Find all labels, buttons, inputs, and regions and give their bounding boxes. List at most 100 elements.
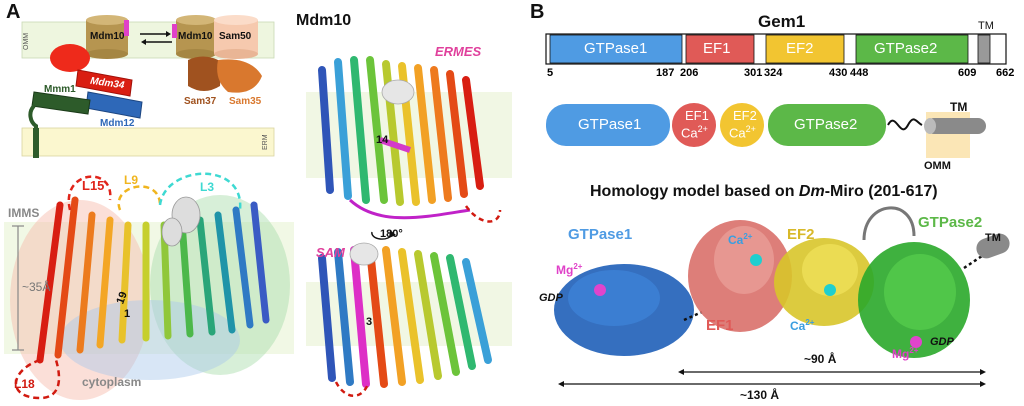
residue-206: 206	[680, 67, 699, 79]
residue-609: 609	[958, 67, 977, 79]
residue-324: 324	[764, 67, 783, 79]
domain-tm-bar	[977, 34, 991, 64]
model-ef2	[774, 238, 874, 326]
schematic-gtpase2-label: GTPase2	[794, 116, 858, 133]
panel-a-graphics	[4, 15, 512, 400]
model-ef2-label: EF2	[787, 226, 815, 243]
residue-430: 430	[829, 67, 848, 79]
schematic-ef1	[672, 103, 716, 147]
model-title-prefix: Homology model based on	[590, 183, 799, 200]
model-ef1	[688, 220, 792, 332]
sam-barrel	[318, 246, 492, 388]
schematic-ef2-label: EF2	[733, 108, 757, 123]
ermes-label: ERMES	[435, 44, 482, 59]
mdm12-shape	[85, 91, 143, 119]
mdm10-left-label: Mdm10	[90, 31, 125, 42]
schematic-tm-cylinder	[926, 118, 986, 134]
erm-band	[21, 127, 275, 157]
mdm10-right-label: Mdm10	[178, 31, 213, 42]
sam50-label: Sam50	[219, 31, 252, 42]
model-title-suffix: -Miro (201-617)	[824, 183, 938, 200]
barrel-helix	[161, 196, 201, 247]
model-mg-left: Mg2+	[556, 262, 582, 277]
model-ca-top: Ca2+	[728, 232, 752, 247]
model-tm-cylinder	[976, 233, 1010, 259]
schematic-ef2-ca-charge: 2+	[745, 124, 756, 134]
model-gdp-right: GDP	[930, 336, 954, 348]
loop-l3-label: L3	[200, 180, 215, 194]
model-gtpase2	[858, 242, 970, 358]
model-mg-right-text: Mg	[892, 347, 910, 361]
thickness-label: ~35Å	[22, 280, 51, 294]
model-mg-left-text: Mg	[556, 263, 574, 277]
model-mg-right-charge: 2+	[909, 346, 919, 355]
domain-ef2-label: EF2	[786, 40, 814, 57]
rotation-label: 180°	[380, 228, 403, 240]
model-tm-label: TM	[985, 232, 1001, 244]
residue-301: 301	[744, 67, 763, 79]
model-mg-left-charge: 2+	[573, 262, 583, 271]
residue-187: 187	[656, 67, 675, 79]
loop-l18	[14, 358, 61, 400]
residue-5: 5	[547, 67, 554, 79]
domain-gtpase2-bar	[855, 34, 969, 64]
strand-3-label: 3	[366, 316, 373, 328]
domain-ef1-label: EF1	[703, 40, 731, 57]
schematic-ef1-ca-text: Ca	[681, 125, 698, 141]
model-ef1-label: EF1	[706, 317, 734, 334]
mdm10-right-cylinder	[172, 15, 216, 59]
model-ca-bottom: Ca2+	[790, 318, 814, 333]
schematic-ef1-label: EF1	[685, 108, 709, 123]
sam37-shape	[188, 56, 222, 91]
model-ca-bottom-charge: 2+	[805, 318, 815, 327]
loop-l15-label: L15	[82, 178, 105, 193]
loop-l9-label: L9	[124, 173, 139, 187]
model-gtpase1-label: GTPase1	[568, 226, 633, 243]
residue-448: 448	[850, 67, 869, 79]
cytoplasm-label: cytoplasm	[82, 375, 142, 389]
domain-gtpase1-label: GTPase1	[584, 40, 648, 57]
sam50-cylinder	[214, 15, 258, 59]
sam35-label: Sam35	[229, 96, 262, 107]
schematic-ef2-ca-text: Ca	[729, 125, 746, 141]
schematic-gtpase2	[768, 104, 886, 146]
schematic-omm-label: OMM	[924, 160, 951, 172]
strand-1-label: 1	[124, 308, 131, 320]
mdm34-blob	[50, 44, 90, 72]
model-ca-top-charge: 2+	[743, 232, 753, 241]
model-title-italic: Dm	[798, 183, 825, 200]
schematic-gtpase1-label: GTPase1	[578, 116, 642, 133]
sam37-label: Sam37	[184, 96, 217, 107]
schematic-ef2	[720, 103, 764, 147]
panel-b-letter: B	[530, 1, 545, 23]
loop-l9	[117, 185, 162, 211]
domain-gtpase2-label: GTPase2	[874, 40, 938, 57]
distance-90-label: ~90 Å	[804, 352, 837, 366]
mdm10-left-cylinder	[86, 15, 129, 59]
gem1-title: Gem1	[758, 12, 806, 31]
model-ca-top-text: Ca	[728, 233, 744, 247]
surface-red	[10, 200, 150, 400]
sam-label: SAM	[316, 245, 345, 260]
panel-b-graphics	[545, 33, 1010, 387]
erm-label: ERM	[262, 134, 269, 150]
domain-ef1-bar	[685, 34, 755, 64]
schematic-ef1-ca: Ca2+	[681, 124, 708, 140]
mmm1-shape	[31, 91, 91, 115]
model-gtpase2-label: GTPase2	[918, 214, 983, 231]
schematic-ef2-ca: Ca2+	[729, 124, 756, 140]
loop-l3	[158, 172, 242, 211]
model-gdp-left: GDP	[539, 292, 563, 304]
barrel-strands	[36, 196, 270, 364]
domain-ef2-bar	[765, 34, 845, 64]
schematic-gtpase1	[546, 104, 670, 146]
domain-gtpase1-bar	[549, 34, 683, 64]
omm-label: OMM	[23, 32, 30, 50]
model-mg-right: Mg2+	[892, 346, 918, 361]
panel-a-letter: A	[6, 1, 21, 23]
model-gtpase1	[554, 264, 694, 356]
ermes-barrel	[318, 56, 484, 206]
schematic-tm-label: TM	[950, 100, 968, 114]
sam35-shape	[217, 59, 262, 93]
distance-130-label: ~130 Å	[740, 388, 780, 402]
